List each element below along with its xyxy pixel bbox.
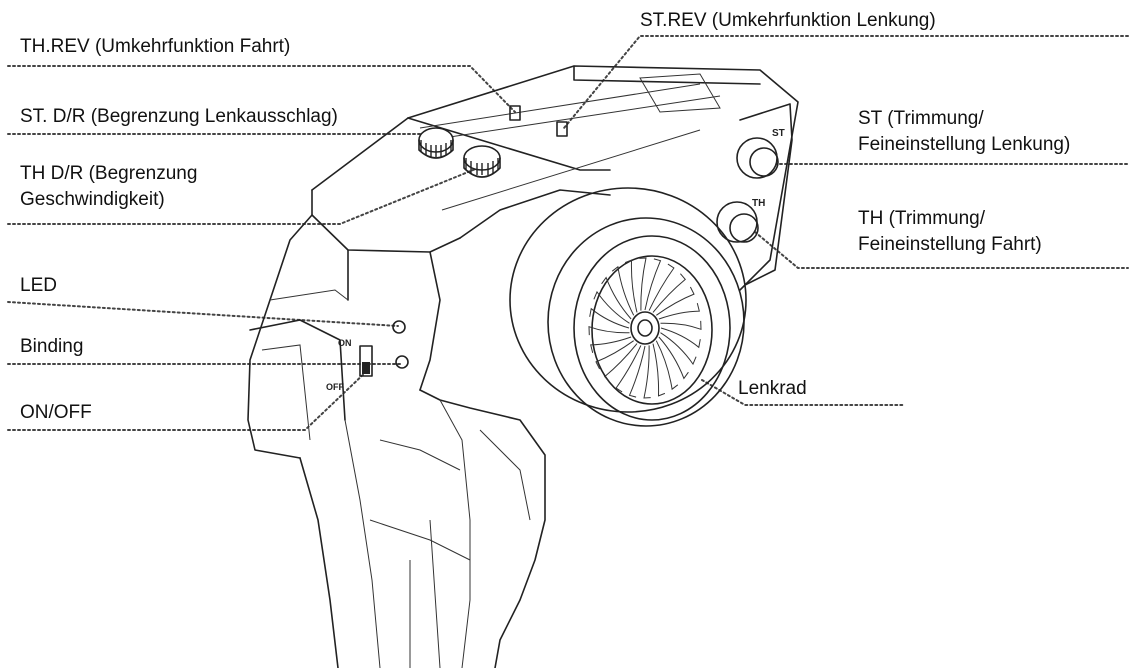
th-rev-label: TH.REV (Umkehrfunktion Fahrt) — [20, 36, 291, 57]
leader-th-rev — [7, 65, 516, 113]
lenkrad-label: Lenkrad — [738, 378, 807, 399]
wheel-spoke — [624, 259, 638, 313]
th-trim-label-line1: TH (Trimmung/ — [858, 208, 986, 229]
leader-led — [7, 301, 399, 327]
wheel-spoke — [648, 263, 675, 311]
wheel-spoke — [628, 345, 646, 398]
wheel-spoke — [643, 345, 651, 399]
st-trim-knob-icon: ST — [736, 128, 785, 179]
wheel-spoke — [590, 336, 632, 354]
wheel-spoke — [603, 343, 638, 383]
switch-off-marking: OFF — [326, 382, 344, 392]
knob-st-marking: ST — [772, 128, 785, 139]
transmitter-body — [247, 65, 799, 459]
st-rev-label: ST.REV (Umkehrfunktion Lenkung) — [640, 10, 936, 31]
wheel-spoke — [652, 273, 687, 313]
th-rev-switch-icon — [509, 105, 521, 121]
wheel-spoke — [593, 290, 630, 324]
st-dr-knob-icon — [418, 127, 454, 159]
knob-th-marking: TH — [752, 198, 765, 209]
binding-label: Binding — [20, 336, 84, 357]
st-dr-label: ST. D/R (Begrenzung Lenkausschlag) — [20, 106, 338, 127]
leader-lines — [7, 35, 1129, 431]
grip-handle — [299, 389, 546, 668]
th-dr-label-line1: TH D/R (Begrenzung — [20, 163, 198, 184]
st-rev-switch-icon — [556, 121, 568, 137]
th-dr-knob-icon — [463, 145, 501, 178]
st-trim-label-line1: ST (Trimmung/ — [858, 108, 984, 129]
leader-lenkrad — [701, 379, 906, 406]
leader-st-rev — [563, 35, 1129, 129]
leader-on-off — [7, 369, 369, 431]
wheel-spoke — [660, 327, 701, 349]
wheel-spoke — [589, 307, 630, 329]
wheel-spoke — [660, 332, 697, 366]
th-dr-label: TH D/R (Begrenzung Geschwindigkeit) — [20, 161, 197, 213]
wheel-spoke — [644, 258, 662, 311]
wheel-spoke — [601, 276, 632, 320]
wheel-spoke — [658, 302, 700, 320]
wheel-spoke — [660, 320, 702, 331]
st-trim-label: ST (Trimmung/ Feineinstellung Lenkung) — [858, 106, 1070, 158]
wheel-spoke — [652, 343, 666, 397]
wheel-spoke — [615, 345, 642, 393]
switch-on-marking: ON — [338, 338, 352, 348]
th-trim-label: TH (Trimmung/ Feineinstellung Fahrt) — [858, 206, 1042, 258]
th-trim-label-line2: Feineinstellung Fahrt) — [858, 234, 1042, 255]
wheel-spoke — [588, 325, 630, 336]
wheel-spoke — [639, 257, 647, 311]
steering-wheel-icon — [509, 187, 747, 427]
power-switch-icon: ON OFF — [326, 338, 373, 392]
wheel-spoke — [595, 340, 634, 370]
th-dr-label-line2: Geschwindigkeit) — [20, 189, 165, 210]
leader-th-dr — [7, 167, 479, 225]
wheel-spoke — [656, 286, 695, 316]
led-icon — [392, 320, 406, 334]
led-label: LED — [20, 275, 57, 296]
th-trim-knob-icon: TH — [716, 198, 765, 243]
st-trim-label-line2: Feineinstellung Lenkung) — [858, 134, 1071, 155]
binding-button-icon — [395, 355, 409, 369]
on-off-label: ON/OFF — [20, 402, 92, 423]
leader-th-trim — [754, 231, 1129, 269]
wheel-spoke — [658, 336, 689, 380]
wheel-spoke — [655, 340, 679, 391]
wheel-spoke — [611, 265, 635, 316]
